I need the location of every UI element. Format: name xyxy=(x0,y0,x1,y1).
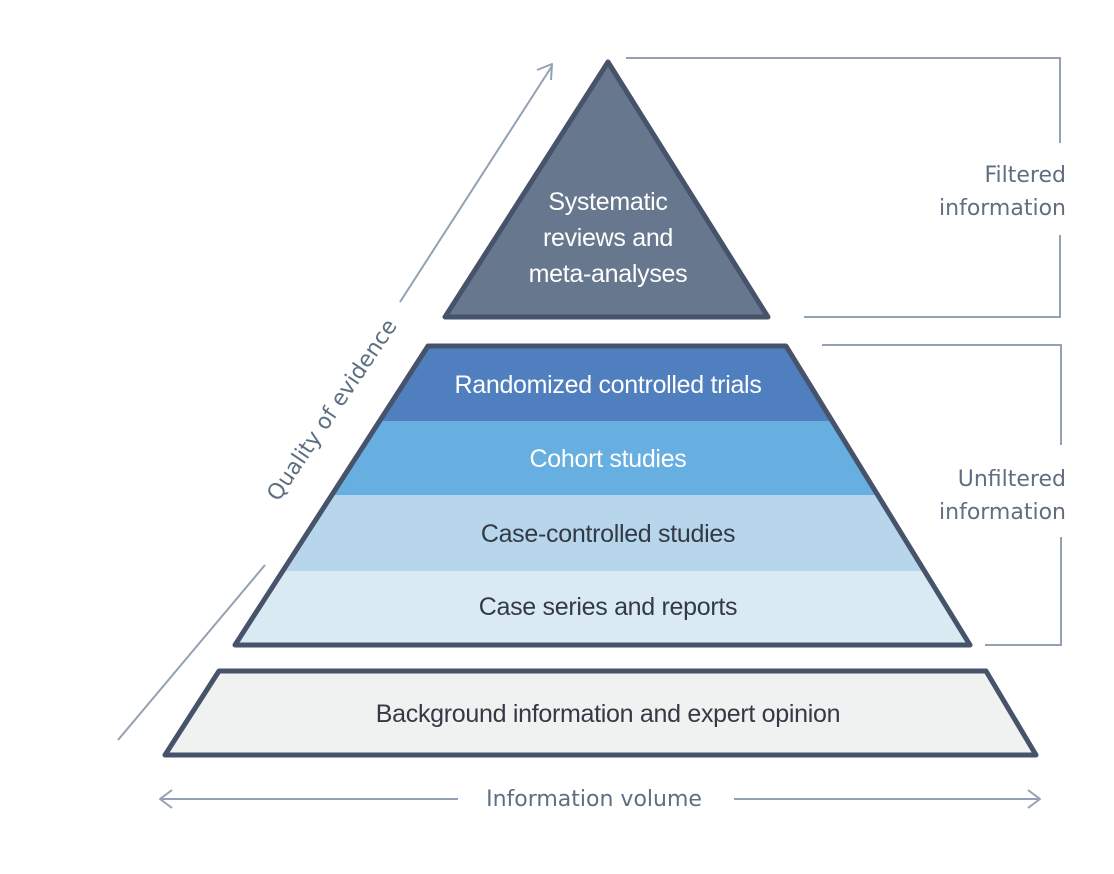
middle-tier: Randomized controlled trials Cohort stud… xyxy=(232,343,973,648)
quality-axis-line-lower xyxy=(117,564,266,741)
level-label-case-series: Case series and reports xyxy=(479,593,738,621)
middle-tier-outline xyxy=(232,343,973,648)
unfiltered-label-line-1: Unfiltered xyxy=(958,467,1066,492)
unfiltered-label-line-2: information xyxy=(939,500,1066,525)
filtered-bracket: Filtered information xyxy=(626,57,1066,318)
top-tier-line-1: Systematic xyxy=(548,188,667,216)
volume-axis: Information volume xyxy=(159,787,1041,812)
filtered-bracket-upper xyxy=(626,57,1061,143)
top-tier-line-2: reviews and xyxy=(543,224,673,252)
top-tier-shape xyxy=(442,59,771,320)
base-tier-label: Background information and expert opinio… xyxy=(376,700,840,728)
top-tier: Systematic reviews and meta-analyses xyxy=(442,59,771,320)
level-label-cohort: Cohort studies xyxy=(530,445,687,473)
filtered-label-line-2: information xyxy=(939,196,1066,221)
quality-arrow-head-icon xyxy=(536,63,553,81)
level-label-rct: Randomized controlled trials xyxy=(454,371,761,399)
level-band-case-controlled xyxy=(235,495,970,571)
level-label-case-controlled: Case-controlled studies xyxy=(481,520,735,548)
base-tier-shape xyxy=(162,668,1039,758)
filtered-bracket-lower xyxy=(804,235,1061,318)
unfiltered-bracket: Unfiltered information xyxy=(822,344,1066,646)
filtered-label-line-1: Filtered xyxy=(984,163,1066,188)
left-arrow-head-icon xyxy=(159,789,173,809)
level-band-case-series xyxy=(235,571,970,645)
top-tier-line-3: meta-analyses xyxy=(529,260,688,288)
quality-axis-line-upper xyxy=(399,65,553,303)
unfiltered-bracket-upper xyxy=(822,344,1062,445)
volume-axis-label: Information volume xyxy=(486,787,702,812)
unfiltered-bracket-lower xyxy=(985,537,1062,646)
right-arrow-head-icon xyxy=(1027,789,1041,809)
base-tier: Background information and expert opinio… xyxy=(162,668,1039,758)
